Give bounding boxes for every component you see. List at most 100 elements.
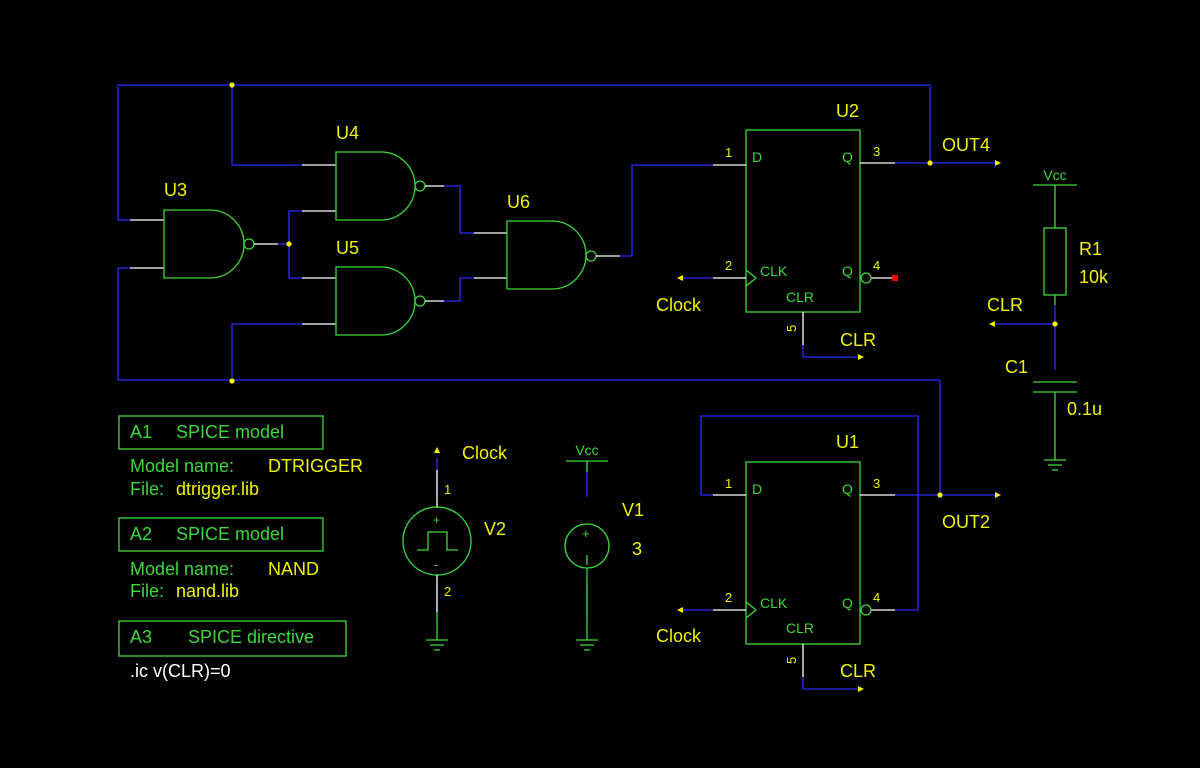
pin-name-clk: CLK [760, 263, 788, 279]
pin-name-clr: CLR [786, 620, 814, 636]
pin-name-d: D [752, 481, 762, 497]
arrow-out4 [995, 160, 1001, 166]
pin-name-d: D [752, 149, 762, 165]
file-value: nand.lib [176, 581, 239, 601]
wire-u2-clr[interactable] [802, 345, 858, 358]
wire-u1-qbar-to-d[interactable] [700, 415, 919, 611]
wire-feedback-to-u4[interactable] [231, 85, 302, 166]
ref-c1: C1 [1005, 357, 1028, 377]
pin-number-1: 1 [725, 145, 732, 160]
pin-number-2: 2 [725, 590, 732, 605]
arrow-clr-rc [989, 321, 995, 327]
junctions [229, 82, 1058, 498]
annotation-label: File: [130, 479, 164, 499]
wire-out2-feedback[interactable] [117, 267, 941, 495]
arrow-out2 [995, 492, 1001, 498]
value-r1: 10k [1079, 267, 1109, 287]
ref-u3: U3 [164, 180, 187, 200]
capacitor-c1[interactable]: C1 0.1u [1005, 357, 1102, 471]
net-label-clr[interactable]: CLR [987, 295, 1023, 315]
arrow-clr-u1 [858, 686, 864, 692]
annotation-type: SPICE model [176, 524, 284, 544]
wire-u5-to-u6[interactable] [444, 277, 474, 302]
value-v1: 3 [632, 539, 642, 559]
ref-r1: R1 [1079, 239, 1102, 259]
resistor-r1[interactable]: Vcc R1 10k [1033, 167, 1109, 305]
qbar-bubble [860, 604, 872, 616]
pin-number-4: 4 [873, 590, 880, 605]
annotation-label: Model name: [130, 456, 234, 476]
pin-name-q: Q [842, 481, 853, 497]
annotation-label: Model name: [130, 559, 234, 579]
pin-number-1: 1 [725, 476, 732, 491]
wire-u3-to-u4[interactable] [288, 210, 302, 244]
annotation-a3[interactable]: A3 SPICE directive .ic v(CLR)=0 [118, 620, 347, 681]
pulse-waveform-icon [417, 531, 458, 551]
wire-feedback-to-u5[interactable] [231, 323, 302, 380]
annotation-type: SPICE model [176, 422, 284, 442]
net-label-clock[interactable]: Clock [656, 295, 702, 315]
d-flipflop-u2[interactable]: U2 D Q CLK Q CLR 1 2 3 4 5 [713, 101, 898, 345]
nand-gate-u6[interactable]: U6 [474, 192, 620, 290]
plus-sign: + [433, 513, 440, 527]
nand-gate-u4[interactable]: U4 [302, 123, 444, 221]
annotation-a1[interactable]: A1 SPICE model Model name: DTRIGGER File… [118, 415, 363, 499]
model-name-value: NAND [268, 559, 319, 579]
dc-source-v1[interactable]: Vcc + V1 3 [564, 442, 644, 651]
ref-u6: U6 [507, 192, 530, 212]
pin-name-qbar: Q [842, 595, 853, 611]
vcc-label: Vcc [1043, 167, 1066, 183]
value-c1: 0.1u [1067, 399, 1102, 419]
wire-u3-to-u5[interactable] [288, 244, 302, 279]
wire-u1-clr[interactable] [802, 677, 858, 690]
unconnected-pin-marker [892, 275, 898, 281]
minus-sign: - [434, 557, 438, 572]
pin-name-clk: CLK [760, 595, 788, 611]
model-name-value: DTRIGGER [268, 456, 363, 476]
wires [117, 84, 1056, 690]
junction-dot [937, 492, 943, 498]
ref-u2: U2 [836, 101, 859, 121]
net-label-clr[interactable]: CLR [840, 330, 876, 350]
arrow-clock-v2 [434, 447, 440, 453]
ref-v1: V1 [622, 500, 644, 520]
d-flipflop-u1[interactable]: U1 D Q CLK Q CLR 1 2 3 4 5 [713, 432, 895, 677]
pin-number-3: 3 [873, 144, 880, 159]
wire-u4-to-u6[interactable] [444, 185, 474, 234]
annotation-id: A3 [130, 627, 152, 647]
pin-name-qbar: Q [842, 263, 853, 279]
arrow-clr-u2 [858, 354, 864, 360]
pin-name-q: Q [842, 149, 853, 165]
annotation-id: A2 [130, 524, 152, 544]
qbar-bubble [860, 272, 872, 284]
ref-u5: U5 [336, 238, 359, 258]
net-label-out2[interactable]: OUT2 [942, 512, 990, 532]
junction-dot [229, 378, 235, 384]
vcc-label: Vcc [575, 442, 598, 458]
net-label-clr[interactable]: CLR [840, 661, 876, 681]
net-label-clock[interactable]: Clock [462, 443, 508, 463]
pulse-source-v2[interactable]: + - 1 2 V2 [402, 470, 506, 651]
pin-number-2: 2 [725, 258, 732, 273]
net-label-clock[interactable]: Clock [656, 626, 702, 646]
junction-dot [927, 160, 933, 166]
pin-number-2: 2 [444, 584, 451, 599]
arrow-clock-u2 [677, 275, 683, 281]
pin-number-5: 5 [784, 325, 799, 332]
ref-v2: V2 [484, 519, 506, 539]
ref-u1: U1 [836, 432, 859, 452]
nand-gate-u3[interactable]: U3 [130, 180, 278, 279]
wire-u6-to-u2-d[interactable] [620, 164, 713, 257]
net-arrows [434, 160, 1001, 692]
annotation-id: A1 [130, 422, 152, 442]
annotation-label: File: [130, 581, 164, 601]
annotation-type: SPICE directive [188, 627, 314, 647]
wire-out4-feedback[interactable] [117, 84, 931, 220]
pin-number-3: 3 [873, 476, 880, 491]
ref-u4: U4 [336, 123, 359, 143]
plus-sign: + [582, 526, 590, 541]
annotation-a2[interactable]: A2 SPICE model Model name: NAND File: na… [118, 517, 324, 601]
net-label-out4[interactable]: OUT4 [942, 135, 990, 155]
nand-gate-u5[interactable]: U5 [302, 238, 444, 336]
